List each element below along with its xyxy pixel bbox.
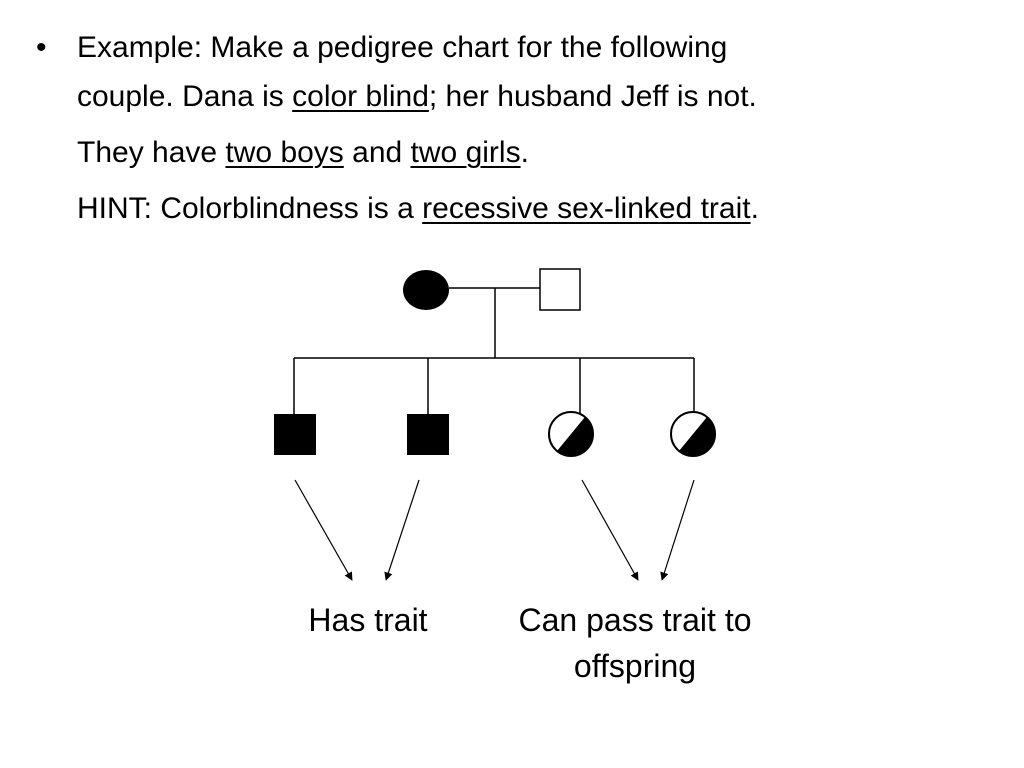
arrow-daughter-1 <box>581 479 639 581</box>
son-2-affected-symbol <box>407 414 449 455</box>
they-have-text: They have <box>77 136 226 169</box>
arrow-son-2 <box>384 479 420 581</box>
two-boys-term: two boys <box>225 136 344 169</box>
hint-text: HINT: Colorblindness is a <box>77 192 423 225</box>
daughter-1-carrier-symbol <box>548 411 594 457</box>
dana-text: couple. Dana is <box>77 80 293 113</box>
children-line: They have two boys and two girls. <box>77 135 529 171</box>
carrier-label-line-2: offspring <box>573 648 697 684</box>
example-line-1: Example: Make a pedigree chart for the f… <box>77 30 727 66</box>
recessive-term: recessive sex-linked trait <box>422 192 751 225</box>
hint-line: HINT: Colorblindness is a recessive sex-… <box>77 191 759 227</box>
hint-period: . <box>750 192 759 225</box>
daughter-2-carrier-symbol <box>670 411 716 457</box>
bullet-marker: • <box>36 31 47 64</box>
son-1-affected-symbol <box>274 414 316 455</box>
has-trait-text: Has trait <box>308 602 428 638</box>
arrow-son-1 <box>294 479 353 581</box>
husband-text: ; her husband Jeff is not. <box>428 80 757 113</box>
carrier-label: Can pass trait to offspring <box>490 597 780 689</box>
two-girls-term: two girls <box>410 136 521 169</box>
and-text: and <box>343 136 411 169</box>
arrow-daughter-2 <box>660 479 695 581</box>
example-text: Example: Make a pedigree chart for the f… <box>77 31 728 64</box>
color-blind-term: color blind <box>292 80 429 113</box>
period-text: . <box>520 136 529 169</box>
mother-affected-symbol <box>403 270 449 310</box>
example-line-2: couple. Dana is color blind; her husband… <box>77 79 757 115</box>
carrier-label-line-1: Can pass trait to <box>518 602 752 638</box>
father-unaffected-symbol <box>539 268 581 311</box>
has-trait-label: Has trait <box>288 597 448 643</box>
